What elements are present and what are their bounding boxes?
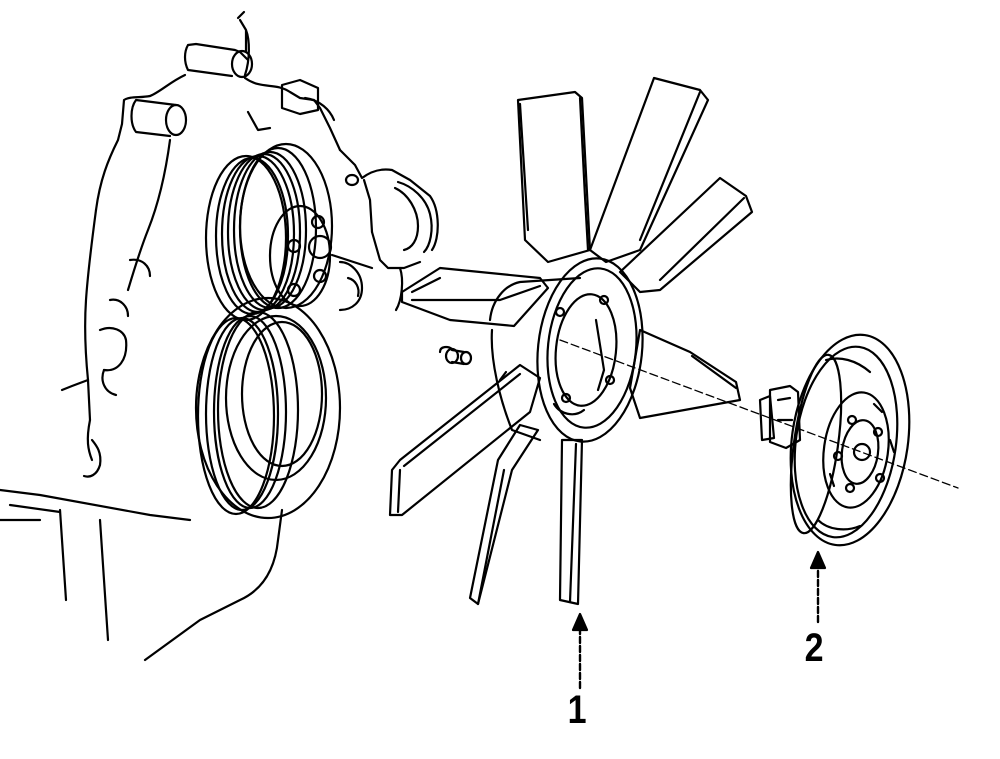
- fan-clutch: [758, 333, 911, 547]
- callout-label-1: 1: [567, 688, 587, 732]
- callout-arrow-2: [809, 550, 827, 624]
- callout-label-2: 2: [804, 626, 824, 670]
- upper-pulley: [204, 142, 374, 322]
- engine-block: [0, 10, 439, 662]
- fan-blade: [388, 76, 754, 606]
- callout-arrow-1: [571, 612, 589, 690]
- lower-pulley: [194, 296, 342, 520]
- centerline: [559, 339, 959, 489]
